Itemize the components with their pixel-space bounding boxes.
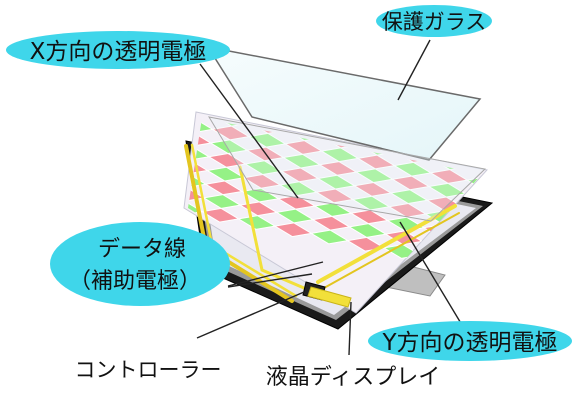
protective-glass-bubble [376,5,492,37]
glass-edge [207,116,487,222]
data-line-label: データ線 [98,237,186,262]
controller-label: コントローラー [75,358,222,382]
x-electrode-label: X方向の透明電極 [30,39,207,65]
y-electrode-bubble [368,321,572,361]
x-electrode-bubble [6,31,230,69]
data-line-bubble [50,222,230,306]
x-electrode-diamond [455,258,482,274]
x-electrode-diamond [458,231,482,246]
protective-glass [206,45,482,161]
y-electrode-label: Y方向の透明電極 [381,330,557,356]
protective-glass-label: 保護ガラス [382,10,487,34]
auxiliary-electrode-label: （補助電極） [69,269,201,294]
y-electrode-diamond [457,244,482,260]
controller-ribbon [307,286,352,308]
lcd-label: 液晶ディスプレイ [266,365,440,390]
callout-lines [196,39,463,356]
